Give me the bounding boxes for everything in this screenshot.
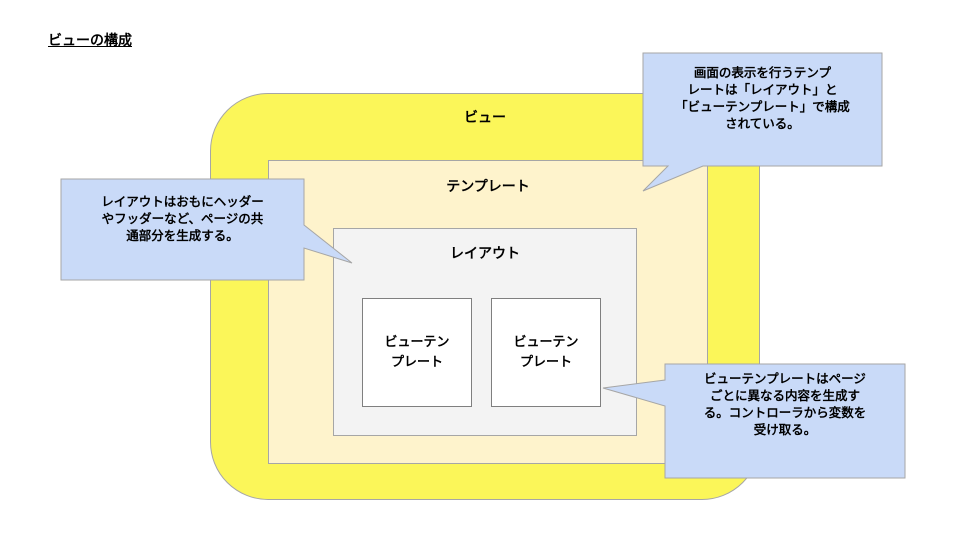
callout-top-line: レートは「レイアウト」と bbox=[687, 82, 838, 97]
view-template-label-1-line: プレート bbox=[390, 355, 443, 370]
callout-bottom-line: ビューテンプレートはページ bbox=[704, 371, 866, 386]
view-template-label-2-line: プレート bbox=[519, 355, 572, 370]
view-label: ビュー bbox=[464, 110, 506, 126]
callout-left-text: レイアウトはおもにヘッダー やフッダーなど、ページの共 通部分を生成する。 bbox=[61, 193, 304, 244]
callout-left-line: 通部分を生成する。 bbox=[126, 228, 239, 243]
callout-top-line: 画面の表示を行うテンプ bbox=[693, 65, 832, 80]
callout-left-shape bbox=[60, 178, 353, 281]
view-template-label-2-line: ビューテン bbox=[513, 335, 579, 350]
callout-top-line: 「ビューテンプレート」で構成 bbox=[675, 99, 850, 114]
callout-top-line: されている。 bbox=[725, 116, 800, 131]
view-template-label-2: ビューテン プレート bbox=[491, 333, 601, 373]
callout-bottom-text: ビューテンプレートはページ ごとに異なる内容を生成す る。コントローラから変数を… bbox=[665, 370, 905, 438]
callout-top-text: 画面の表示を行うテンプ レートは「レイアウト」と 「ビューテンプレート」で構成 … bbox=[643, 64, 882, 132]
callout-top-shape bbox=[642, 52, 883, 192]
callout-bottom-line: ごとに異なる内容を生成す bbox=[709, 388, 860, 403]
view-template-label-1-line: ビューテン bbox=[384, 335, 450, 350]
view-template-label-1: ビューテン プレート bbox=[362, 333, 472, 373]
callout-left-line: レイアウトはおもにヘッダー bbox=[101, 194, 264, 209]
view-template-box-1 bbox=[362, 298, 472, 407]
callout-bottom-line: る。コントローラから変数を bbox=[703, 405, 867, 420]
view-template-box-2 bbox=[491, 298, 601, 407]
page-title: ビューの構成 bbox=[48, 33, 132, 49]
callout-left-line: やフッダーなど、ページの共 bbox=[101, 211, 264, 226]
callout-bottom-shape bbox=[602, 363, 906, 479]
template-label: テンプレート bbox=[446, 179, 530, 195]
callout-bottom-line: 受け取る。 bbox=[753, 422, 817, 437]
layout-label: レイアウト bbox=[450, 246, 520, 262]
